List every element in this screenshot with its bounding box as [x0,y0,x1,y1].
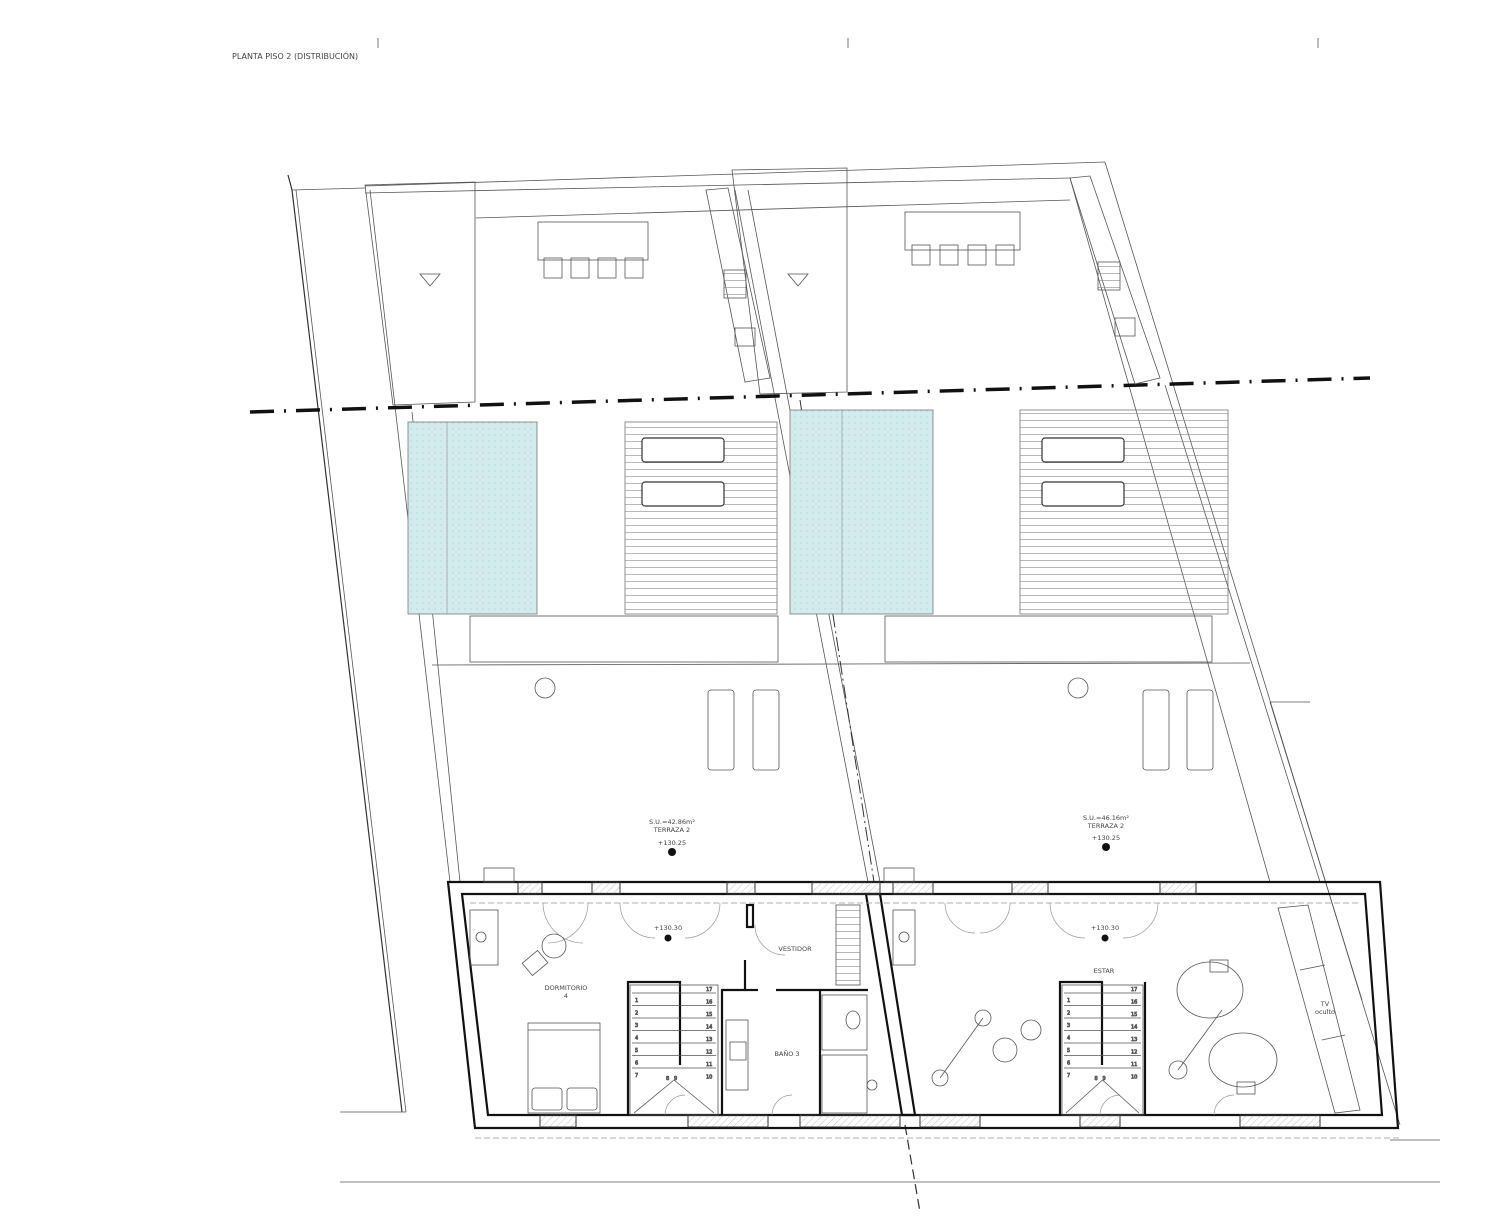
stair-step-number: 13 [706,1037,712,1043]
room-label-tv-oculto: oculto [1315,1008,1335,1016]
building-walls [446,880,1400,1139]
svg-text:TERRAZA 2: TERRAZA 2 [1087,822,1124,830]
door-swings [542,902,1235,1116]
sunbeds [534,677,1214,771]
stair-step-number: 11 [1131,1062,1137,1068]
stair-outline [629,984,719,1116]
stair-step-number: 8 [1095,1076,1098,1082]
terrace-label-left: S.U.=42.86m² TERRAZA 2 +130.25 [649,818,695,856]
room-label-dormitorio: DORMITORIO [545,984,588,992]
stair-step-number: 12 [1131,1050,1137,1056]
room-label-dormitorio-number: 4 [564,992,568,1000]
stair-step-number: 1 [1067,998,1070,1004]
stair-step-number: 6 [1067,1061,1070,1067]
stair-winder [1065,1079,1103,1114]
terrace-label-right: S.U.=46.16m² TERRAZA 2 +130.25 [1083,814,1129,851]
room-label-estar: ESTAR [1094,967,1115,975]
dining-table-left [537,221,649,279]
stair-step-number: 16 [706,1000,712,1006]
stair-step-number: 11 [706,1062,712,1068]
svg-text:S.U.=42.86m²: S.U.=42.86m² [649,818,695,826]
outdoor-kitchen-left [705,187,771,383]
stair-step-number: 10 [1131,1075,1137,1081]
room-label-bano: BAÑO 3 [774,1049,799,1058]
stair-step-number: 4 [1067,1036,1070,1042]
pool-left [407,421,538,615]
site-boundary [287,161,1440,1183]
stair-step-number: 15 [706,1012,712,1018]
stair-step-number: 5 [635,1048,638,1054]
armchair-dormitorio [521,933,567,977]
level-label-right: +130.30 [1091,924,1119,932]
pergola-right [731,167,848,395]
svg-text:S.U.=46.16m²: S.U.=46.16m² [1083,814,1129,822]
stair-step-number: 3 [635,1023,638,1029]
stair-step-number: 2 [1067,1011,1070,1017]
stair-winder [1102,1079,1140,1114]
svg-text:+130.25: +130.25 [1092,834,1120,842]
room-label-vestidor: VESTIDOR [778,945,812,953]
stair-step-number: 9 [674,1076,677,1082]
stair-step-number: 12 [706,1050,712,1056]
stair-step-number: 17 [706,987,712,993]
level-marker-icon [1102,843,1110,851]
terrace-door-planters [469,867,916,966]
partitions [626,903,1147,1115]
stair-step-number: 14 [1131,1025,1137,1031]
stair-step-number: 14 [706,1025,712,1031]
svg-text:TERRAZA 2: TERRAZA 2 [653,826,690,834]
stair-step-number: 17 [1131,987,1137,993]
stair-outline [1061,984,1144,1116]
level-marker-icon [1101,934,1109,942]
bathroom-fixtures [725,904,878,1114]
stair-step-number: 8 [666,1076,669,1082]
deck-loungers [641,437,1125,507]
planter-right [884,615,1213,663]
pool-right [789,409,934,615]
living-furniture [931,904,1361,1114]
level-label-left: +130.30 [654,924,682,932]
room-label-tv: TV [1320,1000,1330,1008]
svg-text:+130.25: +130.25 [658,839,686,847]
dining-table-right [904,211,1021,266]
stair-step-number: 13 [1131,1037,1137,1043]
outdoor-kitchen-right [1069,175,1161,385]
bed [527,1022,601,1114]
pergola-left [364,181,476,406]
planter-left [469,615,779,663]
stair-step-number: 9 [1103,1076,1106,1082]
stair-step-number: 7 [635,1073,638,1079]
stair-step-number: 6 [635,1061,638,1067]
stair-step-number: 7 [1067,1073,1070,1079]
plan-title: PLANTA PISO 2 (DISTRIBUCIÓN) [232,50,358,61]
sheet-ticks [377,38,1319,48]
level-marker-icon [664,934,672,942]
stair-step-number: 15 [1131,1012,1137,1018]
stair-step-number: 2 [635,1011,638,1017]
stair-step-number: 1 [635,998,638,1004]
stair-step-number: 10 [706,1075,712,1081]
windows [517,881,1321,1128]
stair-winder [633,1079,675,1114]
stair-step-number: 16 [1131,1000,1137,1006]
stair-step-number: 5 [1067,1048,1070,1054]
level-marker-icon [668,848,676,856]
stair-step-number: 4 [635,1036,638,1042]
stair-step-number: 3 [1067,1023,1070,1029]
section-line [249,376,1371,414]
stair-winder [673,1079,715,1114]
